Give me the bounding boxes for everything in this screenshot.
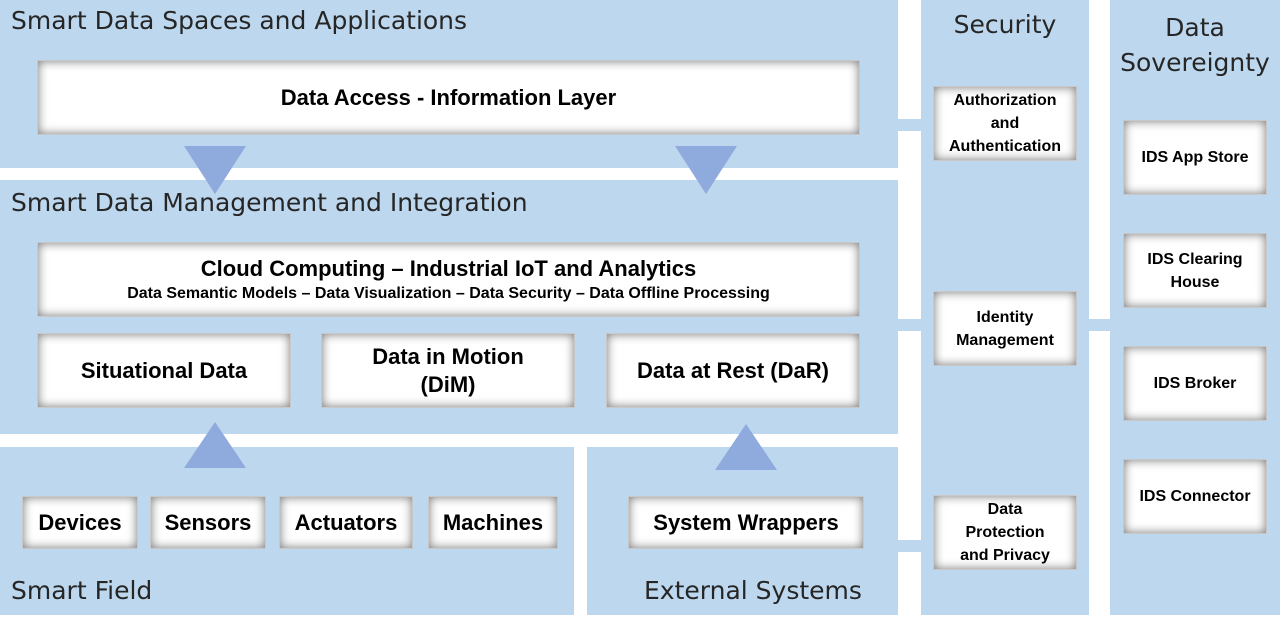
down-arrow-right (675, 146, 737, 194)
external-systems-title: External Systems (644, 576, 862, 605)
data-in-motion-box: Data in Motion (DiM) (321, 333, 575, 408)
identity-line2: Management (956, 331, 1054, 349)
situational-data-label: Situational Data (80, 357, 248, 383)
devices-box: Devices (22, 496, 138, 549)
actuators-label: Actuators (294, 509, 398, 535)
situational-data-box: Situational Data (37, 333, 291, 408)
up-arrow-left (184, 422, 246, 468)
protection-line2: Protection (965, 524, 1045, 541)
protection-line1: Data (987, 501, 1023, 518)
sovereignty-title: Data Sovereignty (1110, 10, 1280, 80)
ids-broker-label: IDS Broker (1153, 375, 1237, 392)
up-arrow-right (715, 424, 777, 470)
data-in-motion-line1: Data in Motion (372, 343, 524, 369)
cloud-computing-box: Cloud Computing – Industrial IoT and Ana… (37, 242, 860, 317)
actuators-box: Actuators (279, 496, 413, 549)
management-title: Smart Data Management and Integration (11, 188, 528, 217)
devices-label: Devices (38, 509, 122, 535)
ids-clearing-line1: IDS Clearing (1147, 250, 1243, 268)
down-arrow-left (184, 146, 246, 194)
ids-broker-box: IDS Broker (1123, 346, 1267, 421)
sovereignty-title-line2: Sovereignty (1120, 48, 1270, 77)
protection-line3: and Privacy (960, 547, 1050, 564)
authorization-line2: and (990, 115, 1020, 132)
applications-title: Smart Data Spaces and Applications (11, 6, 468, 35)
ids-connector-label: IDS Connector (1139, 488, 1251, 505)
machines-label: Machines (442, 509, 544, 535)
data-at-rest-box: Data at Rest (DaR) (606, 333, 860, 408)
connector-bar-external-security (895, 540, 925, 552)
connector-bar-apps-security (895, 119, 925, 131)
data-access-label: Data Access - Information Layer (280, 84, 617, 110)
identity-line1: Identity (976, 308, 1034, 326)
authorization-line1: Authorization (953, 92, 1057, 109)
sensors-box: Sensors (150, 496, 266, 549)
system-wrappers-box: System Wrappers (628, 496, 864, 549)
data-access-box: Data Access - Information Layer (37, 60, 860, 135)
connector-bar-security-sovereignty (1085, 319, 1115, 331)
connector-bar-mgmt-security (895, 319, 925, 331)
sovereignty-title-line1: Data (1165, 13, 1225, 42)
smart-field-title: Smart Field (11, 576, 153, 605)
authorization-box: Authorization and Authentication (933, 86, 1077, 161)
ids-clearing-house-box: IDS Clearing House (1123, 233, 1267, 308)
data-in-motion-line2: (DiM) (420, 371, 476, 397)
ids-app-store-label: IDS App Store (1141, 149, 1249, 166)
cloud-computing-title: Cloud Computing – Industrial IoT and Ana… (200, 255, 697, 281)
identity-management-box: Identity Management (933, 291, 1077, 366)
data-at-rest-label: Data at Rest (DaR) (637, 357, 829, 383)
security-title: Security (953, 10, 1057, 39)
machines-box: Machines (428, 496, 558, 549)
authorization-line3: Authentication (949, 138, 1061, 155)
system-wrappers-label: System Wrappers (653, 509, 839, 535)
sensors-label: Sensors (164, 509, 252, 535)
cloud-computing-subtitle: Data Semantic Models – Data Visualizatio… (127, 284, 770, 302)
ids-clearing-line2: House (1170, 273, 1220, 291)
ids-app-store-box: IDS App Store (1123, 120, 1267, 195)
data-protection-box: Data Protection and Privacy (933, 495, 1077, 570)
ids-connector-box: IDS Connector (1123, 459, 1267, 534)
